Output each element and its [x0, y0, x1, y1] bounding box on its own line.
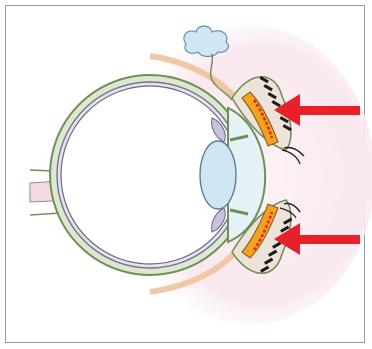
lens: [200, 141, 236, 209]
